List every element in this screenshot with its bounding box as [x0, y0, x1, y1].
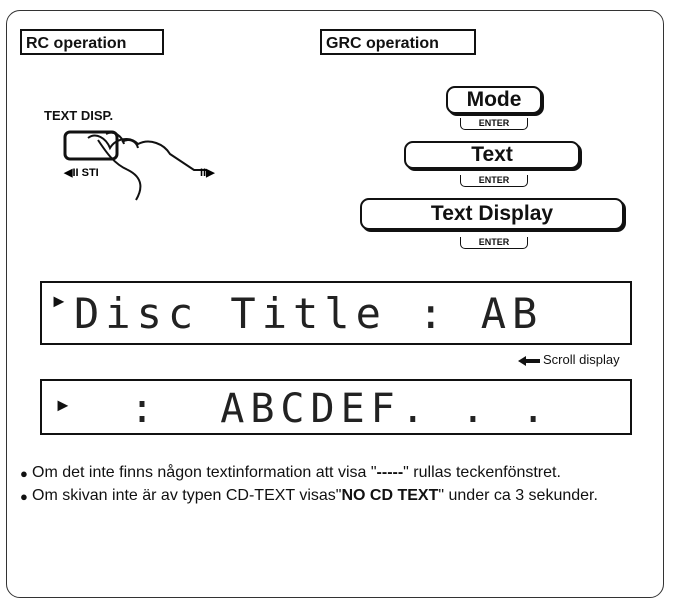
display-panel-scrolled: ► : ABCDEF. . .: [40, 379, 632, 435]
text-button[interactable]: Text: [404, 141, 580, 169]
enter-tab: ENTER: [460, 118, 528, 130]
bullet-icon: ●: [20, 489, 28, 504]
display-text: Disc Title : AB: [74, 289, 544, 338]
key-sub-left: ◀II STI: [63, 167, 99, 179]
notes-list: ● Om det inte finns någon textinformatio…: [20, 462, 650, 508]
mode-button[interactable]: Mode: [446, 86, 542, 114]
left-arrow-icon: [518, 355, 540, 366]
display-cursor-icon: ►: [54, 395, 72, 415]
display-panel-disc-title: ► Disc Title : AB: [40, 281, 632, 345]
text-display-button[interactable]: Text Display: [360, 198, 624, 230]
rc-operation-label: RC operation: [20, 29, 164, 55]
note-item: ● Om det inte finns någon textinformatio…: [20, 462, 650, 484]
note-item: ● Om skivan inte är av typen CD-TEXT vis…: [20, 485, 650, 507]
hand-pressing-key-icon: ◀II STI II▶: [63, 130, 215, 201]
key-sub-right: II▶: [200, 167, 215, 179]
grc-operation-label: GRC operation: [320, 29, 476, 55]
display-text: : ABCDEF. . .: [130, 386, 552, 432]
enter-tab: ENTER: [460, 175, 528, 187]
bullet-icon: ●: [20, 466, 28, 481]
scroll-display-label: Scroll display: [543, 352, 620, 367]
remote-key-illustration: TEXT DISP. ◀II STI II▶: [44, 108, 244, 208]
enter-tab: ENTER: [460, 237, 528, 249]
display-cursor-icon: ►: [50, 291, 68, 311]
text-disp-key-label: TEXT DISP.: [44, 108, 114, 123]
content-frame: [6, 10, 664, 598]
scroll-display-note: Scroll display: [518, 352, 620, 367]
